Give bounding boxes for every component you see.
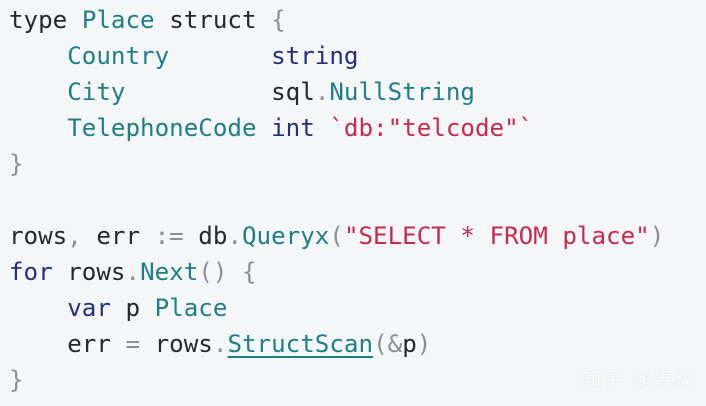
- field-telephonecode: TelephoneCode: [67, 114, 257, 142]
- comma: ,: [67, 222, 82, 250]
- var-err: err: [81, 222, 155, 250]
- dot: .: [314, 78, 330, 106]
- open-brace: {: [227, 258, 257, 286]
- code-line-5: }: [9, 146, 664, 182]
- assign-operator: :=: [154, 222, 184, 250]
- open-brace: {: [271, 6, 286, 34]
- var-rows: rows: [140, 330, 213, 358]
- code-line-1: type Place struct {: [9, 2, 664, 38]
- dot: .: [227, 222, 242, 250]
- watermark: 知乎 @涛叔: [581, 367, 694, 391]
- paren-close: ): [416, 330, 432, 358]
- func-next: Next: [140, 258, 199, 286]
- code-line-11: }: [9, 362, 664, 398]
- code-line-9: var p Place: [9, 290, 664, 326]
- code-line-4: TelephoneCode int `db:"telcode"`: [9, 110, 664, 146]
- indent: [9, 114, 67, 142]
- dot: .: [212, 330, 228, 358]
- code-line-6-blank: [9, 182, 664, 218]
- code-line-7: rows, err := db.Queryx("SELECT * FROM pl…: [9, 218, 664, 254]
- space: [315, 114, 330, 142]
- var-rows: rows: [9, 222, 68, 250]
- assign-operator: =: [125, 330, 141, 358]
- var-db: db: [183, 222, 228, 250]
- func-queryx: Queryx: [242, 222, 330, 250]
- sql-string: "SELECT * FROM place": [343, 222, 650, 250]
- var-p: p: [402, 330, 417, 358]
- paren-open: (: [329, 222, 344, 250]
- close-brace: }: [9, 366, 24, 394]
- field-country: Country: [67, 42, 170, 70]
- dot: .: [125, 258, 141, 286]
- ampersand: &: [387, 330, 403, 358]
- struct-tag: `db:"telcode"`: [329, 114, 534, 142]
- code-block: type Place struct { Country string City …: [9, 2, 664, 398]
- keyword-var: var: [67, 294, 111, 322]
- indent: [9, 294, 67, 322]
- keyword-for: for: [9, 258, 53, 286]
- package-sql: sql: [271, 78, 315, 106]
- close-brace: }: [9, 150, 24, 178]
- keyword-type: type: [9, 6, 68, 34]
- var-err: err: [67, 330, 126, 358]
- code-line-8: for rows.Next() {: [9, 254, 664, 290]
- paren-open: (: [373, 330, 388, 358]
- var-rows: rows: [52, 258, 126, 286]
- indent: [9, 330, 67, 358]
- type-place: Place: [154, 294, 228, 322]
- type-nullstring: NullString: [329, 78, 475, 106]
- indent: [9, 78, 67, 106]
- padding: [169, 42, 271, 70]
- func-structscan-link[interactable]: StructScan: [227, 330, 374, 358]
- code-line-3: City sql.NullString: [9, 74, 664, 110]
- type-int: int: [271, 114, 315, 142]
- code-line-2: Country string: [9, 38, 664, 74]
- var-p: p: [110, 294, 155, 322]
- type-string: string: [271, 42, 359, 70]
- parens: (): [198, 258, 228, 286]
- padding: [126, 78, 272, 106]
- type-name-place: Place: [81, 6, 155, 34]
- padding: [257, 114, 272, 142]
- code-line-10: err = rows.StructScan(&p): [9, 326, 664, 362]
- keyword-struct: struct: [169, 6, 257, 34]
- field-city: City: [67, 78, 126, 106]
- indent: [9, 42, 67, 70]
- paren-close: ): [649, 222, 665, 250]
